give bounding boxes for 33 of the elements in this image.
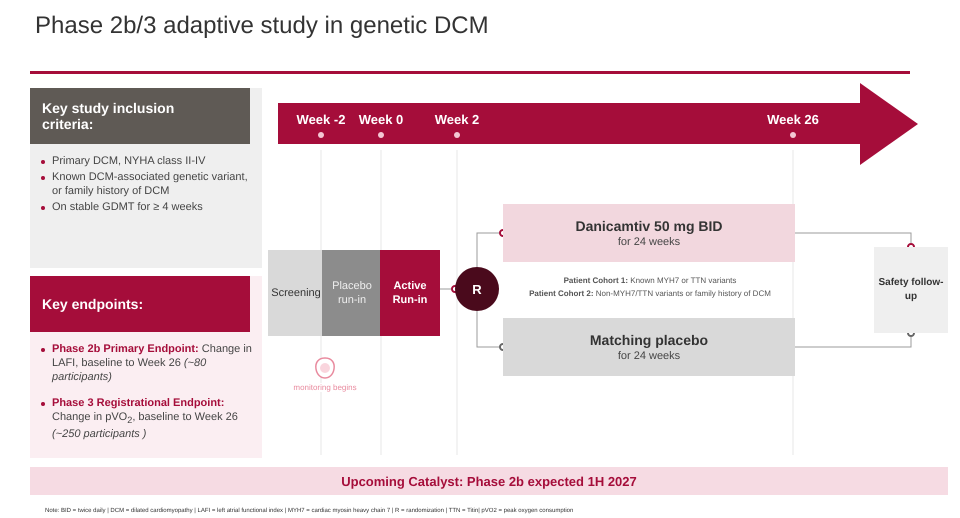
phase-box [268, 250, 324, 336]
criteria-panel [30, 88, 262, 268]
arm-title: Matching placebo [590, 332, 708, 348]
week-label: Week 2 [434, 112, 480, 127]
phase-box [874, 247, 948, 333]
bullet-item: Primary DCM, NYHA class II-IV [52, 154, 206, 168]
phase-box [380, 250, 440, 336]
cohort-note: Patient Cohort 2: Non-MYH7/TTN variants or family history of DCM [528, 289, 772, 298]
bullet-item: Phase 2b Primary Endpoint: Change in LAFI, baseline to Week 26 (~80 participants) [52, 342, 252, 384]
phase-box [322, 250, 382, 336]
arm-duration: for 24 weeks [618, 236, 680, 248]
panel-header: Key endpoints: [30, 276, 250, 332]
title: Phase 2b/3 adaptive study in genetic DCM [35, 12, 489, 40]
treatment-arm-box [503, 318, 795, 376]
week-label: Week 26 [766, 112, 820, 127]
arm-duration: for 24 weeks [618, 350, 680, 362]
phase-label: Screening [271, 286, 321, 300]
bullet-item: Phase 3 Registrational Endpoint: Change in pVO$_{2}$, baseline to Week 26 (~250 participants ) [52, 396, 239, 442]
bullet-item: On stable GDMT for ≥ 4 weeks [52, 200, 204, 214]
phase-label: Safety follow-up [878, 276, 944, 304]
catalyst-text: Upcoming Catalyst: Phase 2b expected 1H 2027 [341, 474, 637, 488]
catalyst-banner [30, 467, 948, 495]
randomization-circle [455, 267, 499, 311]
phase-label: Active Run-in [392, 279, 428, 307]
treatment-arm-box [503, 204, 795, 262]
cohort-note: Patient Cohort 1: Known MYH7 or TTN variants [562, 276, 738, 285]
node-label: R [472, 282, 482, 296]
week-label: Week -2 [296, 112, 346, 127]
arm-title: Danicamtiv 50 mg BID [575, 218, 723, 234]
panel-header: Key study inclusion criteria: [30, 88, 250, 144]
endpoints-panel [30, 276, 262, 458]
bullet-item: Known DCM-associated genetic variant, or family history of DCM [52, 170, 249, 198]
phase-label: Placebo run-in [331, 279, 373, 307]
